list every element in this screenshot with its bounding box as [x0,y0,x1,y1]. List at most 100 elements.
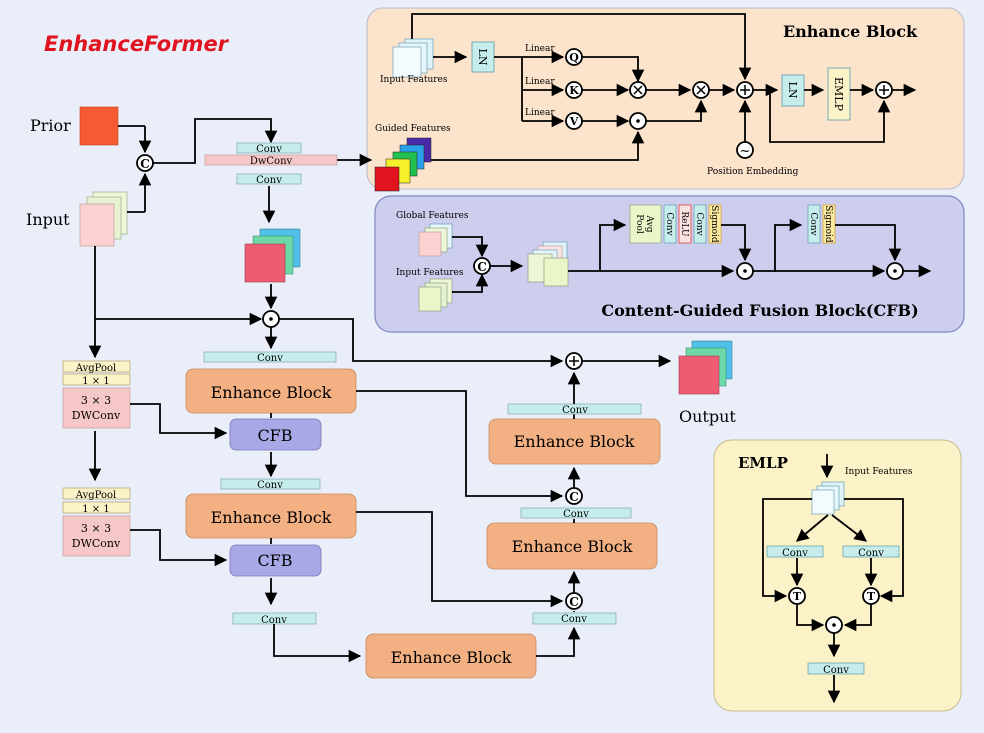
emlp-panel [713,439,962,712]
prior-square [79,106,119,146]
cfb-dot-node-2 [886,262,904,280]
svg-text:Conv: Conv [257,480,283,491]
concat-symbol-bottom: C [565,592,583,610]
cfb-conv-3 [807,204,821,244]
svg-text:Global Features: Global Features [396,211,469,221]
svg-text:Position Embedding: Position Embedding [707,167,799,177]
svg-text:Sigmoid: Sigmoid [823,205,833,243]
svg-text:LN: LN [476,49,489,66]
svg-text:1 × 1: 1 × 1 [82,376,109,387]
svg-text:~: ~ [740,144,751,159]
emlp-conv-left [766,545,824,558]
svg-text:Conv: Conv [261,615,287,626]
svg-text:Conv: Conv [256,175,282,186]
cfb-1 [229,418,322,451]
svg-text:C: C [140,157,150,171]
svg-text:C: C [569,595,579,609]
input-features-stack [392,38,434,78]
cfb-sigmoid-2 [822,204,836,244]
cfb-panel-title: Content-Guided Fusion Block(CFB) [601,301,918,320]
svg-text:Enhance Block: Enhance Block [512,537,633,556]
q-node: Q [565,48,583,66]
guided-features-stack [374,137,432,192]
svg-text:AvgPool: AvgPool [75,490,116,501]
svg-text:Conv: Conv [257,353,283,364]
svg-text:Conv: Conv [858,548,884,559]
output-label: Output [679,407,736,426]
svg-text:ReLU: ReLU [679,211,689,237]
feature-stack-mid [244,228,301,283]
svg-text:Conv: Conv [561,614,587,625]
conv-eb1 [203,351,337,363]
concat-symbol-top: C [136,154,154,172]
emlp-conv-out [807,662,865,675]
cfb-concat-node: C [473,257,491,275]
svg-text:EMLP: EMLP [832,77,845,112]
cfb-avgpool [629,204,662,244]
svg-text:C: C [569,490,579,504]
svg-text:Avg: Avg [644,215,654,233]
cfb-dot-node-1 [736,262,754,280]
svg-text:Enhance Block: Enhance Block [211,383,332,402]
svg-text:Conv: Conv [823,665,849,676]
times-node-1 [629,81,647,99]
emlp-panel-title: EMLP [738,454,788,472]
prior-label: Prior [30,116,71,135]
cfb-2 [229,544,322,577]
avgpool-2 [62,487,131,500]
svg-text:Conv: Conv [562,405,588,416]
svg-text:Conv: Conv [808,212,818,236]
emlp-t-node-left: T [788,587,806,605]
svg-text:V: V [569,115,579,128]
svg-text:Conv: Conv [694,212,704,236]
svg-text:Conv: Conv [664,212,674,236]
dwconv-left-1 [62,387,131,429]
times-node-2 [692,81,710,99]
diagram-title: EnhanceFormer [44,32,230,56]
svg-text:CFB: CFB [257,551,292,570]
svg-text:AvgPool: AvgPool [75,363,116,374]
add-node-enhance-2 [875,81,893,99]
cfb-relu [678,204,692,244]
svg-text:C: C [477,260,487,274]
dot-node-guided [629,112,647,130]
svg-text:T: T [867,590,876,603]
conv-eb2 [220,478,321,490]
emlp-box [827,67,851,121]
svg-text:Guided Features: Guided Features [375,124,451,134]
svg-text:DWConv: DWConv [72,537,121,550]
svg-text:Input Features: Input Features [380,75,448,85]
svg-text:Sigmoid: Sigmoid [709,205,719,243]
emlp-conv-right [842,545,900,558]
v-node: V [565,112,583,130]
cfb-conv-2 [693,204,707,244]
svg-text:3 × 3: 3 × 3 [81,522,111,535]
position-embedding-node: ~ [736,141,754,159]
cfb-global-features-stack [418,223,453,257]
pool-size-2 [62,501,131,514]
svg-text:Enhance Block: Enhance Block [514,432,635,451]
emlp-input-stack [811,481,845,515]
cfb-input-features-stack [418,278,453,312]
enhance-block-4 [486,522,658,570]
dwconv-left-2 [62,515,131,557]
svg-text:Q: Q [569,51,579,64]
emlp-dot-node [825,616,843,634]
svg-text:Linear: Linear [525,108,555,118]
conv-eb4 [520,507,632,519]
k-node: K [565,81,583,99]
output-stack [678,340,733,395]
avgpool-1 [62,360,131,373]
svg-text:Input Features: Input Features [845,467,913,477]
svg-text:Input Features: Input Features [396,268,464,278]
cfb-conv-1 [663,204,677,244]
svg-text:Pool: Pool [634,214,644,234]
enhance-block-panel [366,7,965,190]
input-label: Input [26,210,70,229]
svg-text:DwConv: DwConv [250,156,293,167]
svg-text:CFB: CFB [257,426,292,445]
add-symbol-output [565,352,583,370]
conv-top-2 [236,173,302,185]
add-node-enhance-1 [736,81,754,99]
